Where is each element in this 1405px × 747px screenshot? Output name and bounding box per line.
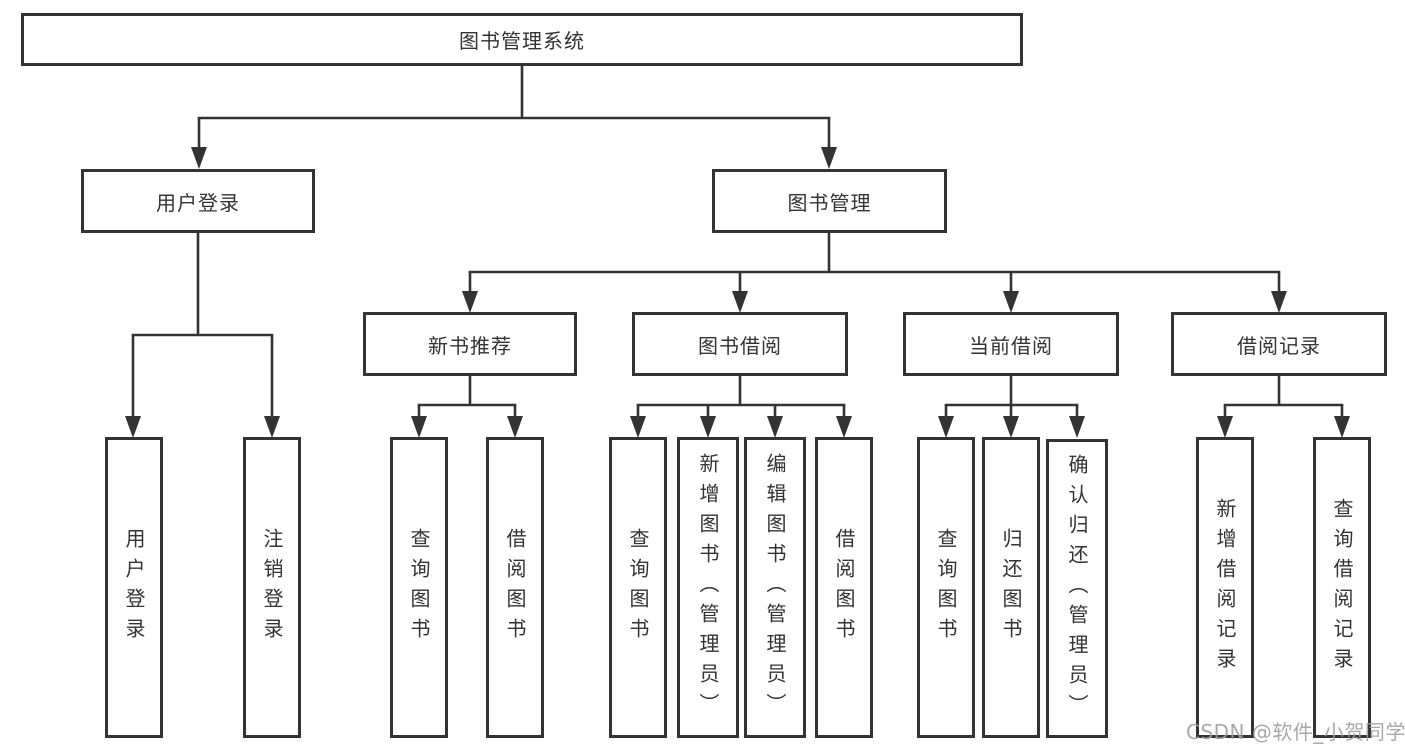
- node-new-book-recommend: 新书推荐: [363, 312, 577, 376]
- node-label: 查询图书: [407, 527, 431, 648]
- node-label: 图书管理系统: [459, 29, 585, 53]
- leaf-confirm-return-admin: 确认归还（管理员）: [1046, 439, 1108, 738]
- node-user-login: 用户登录: [81, 169, 315, 233]
- node-label: 新增借阅记录: [1213, 497, 1237, 678]
- node-label: 确认归还（管理员）: [1065, 453, 1089, 724]
- leaf-borrow-books-recommend: 借阅图书: [486, 437, 544, 738]
- csdn-watermark: CSDN @软件_小贺同学: [1186, 720, 1405, 744]
- node-label: 图书借阅: [698, 333, 782, 358]
- node-label: 借阅记录: [1237, 333, 1321, 358]
- node-label: 新书推荐: [428, 333, 512, 358]
- node-label: 当前借阅: [969, 333, 1053, 358]
- leaf-add-borrow-record: 新增借阅记录: [1196, 437, 1254, 738]
- node-current-borrowing: 当前借阅: [903, 312, 1119, 376]
- leaf-user-login: 用户登录: [105, 437, 163, 738]
- leaf-query-books-recommend: 查询图书: [390, 437, 448, 738]
- node-label: 借阅图书: [503, 527, 527, 648]
- leaf-query-books-borrowing: 查询图书: [609, 437, 667, 738]
- leaf-edit-book-admin: 编辑图书（管理员）: [744, 437, 806, 738]
- leaf-query-books-current: 查询图书: [917, 437, 975, 738]
- node-label: 注销登录: [260, 527, 284, 648]
- node-borrowing-records: 借阅记录: [1171, 312, 1387, 376]
- leaf-add-book-admin: 新增图书（管理员）: [677, 437, 739, 738]
- leaf-return-book: 归还图书: [982, 437, 1040, 738]
- node-library-management-system: 图书管理系统: [21, 13, 1023, 66]
- leaf-borrow-books-borrowing: 借阅图书: [815, 437, 873, 738]
- node-label: 归还图书: [999, 527, 1023, 648]
- node-label: 用户登录: [122, 527, 146, 648]
- node-label: 查询图书: [934, 527, 958, 648]
- node-label: 查询借阅记录: [1330, 497, 1354, 678]
- node-label: 编辑图书（管理员）: [763, 452, 787, 723]
- node-label: 新增图书（管理员）: [696, 452, 720, 723]
- node-label: 用户登录: [156, 190, 240, 215]
- leaf-query-borrow-record: 查询借阅记录: [1313, 437, 1371, 738]
- node-book-management: 图书管理: [712, 169, 947, 233]
- node-label: 查询图书: [626, 527, 650, 648]
- node-label: 图书管理: [787, 190, 872, 215]
- leaf-logout-login: 注销登录: [243, 437, 301, 738]
- node-book-borrowing: 图书借阅: [632, 312, 848, 376]
- node-label: 借阅图书: [832, 527, 856, 648]
